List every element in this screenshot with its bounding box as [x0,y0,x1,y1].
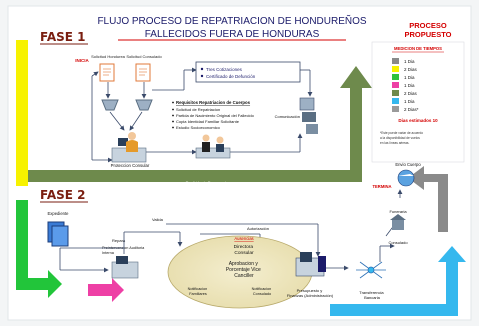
documents-box [195,61,301,83]
time-legend-panel [371,41,465,163]
requisito-item: Estudio Socioeconomico [176,125,221,130]
inbox-tray-icon-1 [101,99,119,111]
requisito-item: Partida de Nacimiento Original del Falle… [176,113,255,118]
legend-rows: 1 Dia 2 Dias 1 Dia 1 Dia 2 Dias 1 Dia 2 Dias* [392,58,419,112]
green-phase-arrow [16,200,62,298]
cyan-phase-arrow [330,246,466,316]
funeral-home-icon [390,214,406,230]
phase-1-connectors [91,67,313,163]
diagram-title-line1: FLUJO PROCESO DE REPATRIACION DE HONDURE… [97,14,366,27]
proposal-label-line2: PROPUESTO [405,30,452,39]
legend-label: 2 Dias [404,67,418,72]
transferencia-label: Transferencia Bancaria [359,290,384,300]
legend-heading: MEDICION DE TIEMPOS [394,46,442,51]
legend-label: 1 Dia [404,59,415,64]
legend-note-line: *Este puede variar de acuerdo a la dispo… [380,131,424,145]
legend-swatch [392,106,399,112]
network-transfer-icon [356,261,386,279]
phone-icon [299,97,318,134]
phase-2-label: FASE 2 [40,188,85,202]
requisito-item: Copia Identidad Familiar Solicitante [176,119,240,124]
consulado-label: Consulado [388,240,408,245]
solicitud-hondurea-label: Solicitud Hondurea [91,54,126,59]
notificacion-consulado-label: Notificacion Consulado [252,287,273,296]
docs-box-item-2: Certificado de Defunción [206,74,256,79]
person-at-computer-icon [111,132,147,163]
expediente-folder-icon [47,221,69,247]
airplane-globe-icon [397,169,415,187]
yellow-phase-band [16,40,28,186]
legend-swatch [392,66,399,72]
legend-label: 2 Dias* [404,107,419,112]
termina-label: TERMINA [372,184,391,189]
legend-swatch [392,74,399,80]
legend-swatch [392,82,399,88]
gray-phase-arrow [408,166,448,232]
legend-swatch [392,90,399,96]
valida-label: Valida [152,217,164,222]
aprobacion-label: Aprobacion y Porcentaje Vice Canciller [226,261,262,279]
legend-swatch [392,58,399,64]
autorizacion-label: Autorización [247,226,269,231]
pink-arrow [88,278,124,302]
meeting-people-icon [195,134,231,159]
diagram-title-line2: FALLECIDOS FUERA DE HONDURAS [145,29,320,40]
phase-1-label: FASE 1 [40,30,85,44]
inbox-tray-icon-2 [135,99,153,111]
comunicacion-label: Comunicación [275,114,300,119]
requisitos-bullets [172,101,174,129]
funeraria-label: Funeraria [389,209,407,214]
legend-total: Dias estimados 10 [398,118,438,123]
audit-computer-icon [111,256,139,279]
document-icon-hondurea [99,63,115,82]
requisito-item: Solicitud de Repatriacion [176,107,220,112]
proteccion-consular-label: Proteccion Consular [111,163,150,168]
repara-label: Repara [112,238,126,243]
start-label: INICIA [75,58,89,63]
recibido-documentos-label: Recibido de Documentos [186,180,231,185]
legend-swatch [392,98,399,104]
docs-box-item-1: Tres Cotizaciones [206,67,243,72]
legend-label: 1 Dia [404,99,415,104]
notificacion-familiares-label: Notificacion Familiares [188,287,209,296]
finance-computer-icon [295,252,326,277]
proposal-label-line1: PROCESO [409,21,447,30]
ausencias-label: Ausencias [234,236,253,241]
legend-label: 1 Dia [404,75,415,80]
legend-label: 1 Dia [404,83,415,88]
document-icon-consulado [135,63,151,82]
directora-label: Directora Consular [234,244,255,256]
envio-cuerpo-label: Envio Cuerpo [395,162,421,167]
requisitos-heading: Requisitos Repatriacion de Cuerpos [176,100,251,105]
presupuesto-label: Presupuesto y Finanzas (Administración) [287,288,334,298]
solicitud-consulado-label: Solicitud Consulado [126,54,162,59]
legend-label: 2 Dias [404,91,418,96]
olive-phase-arrow [28,66,372,182]
expediente-label: Expediente [48,211,70,216]
